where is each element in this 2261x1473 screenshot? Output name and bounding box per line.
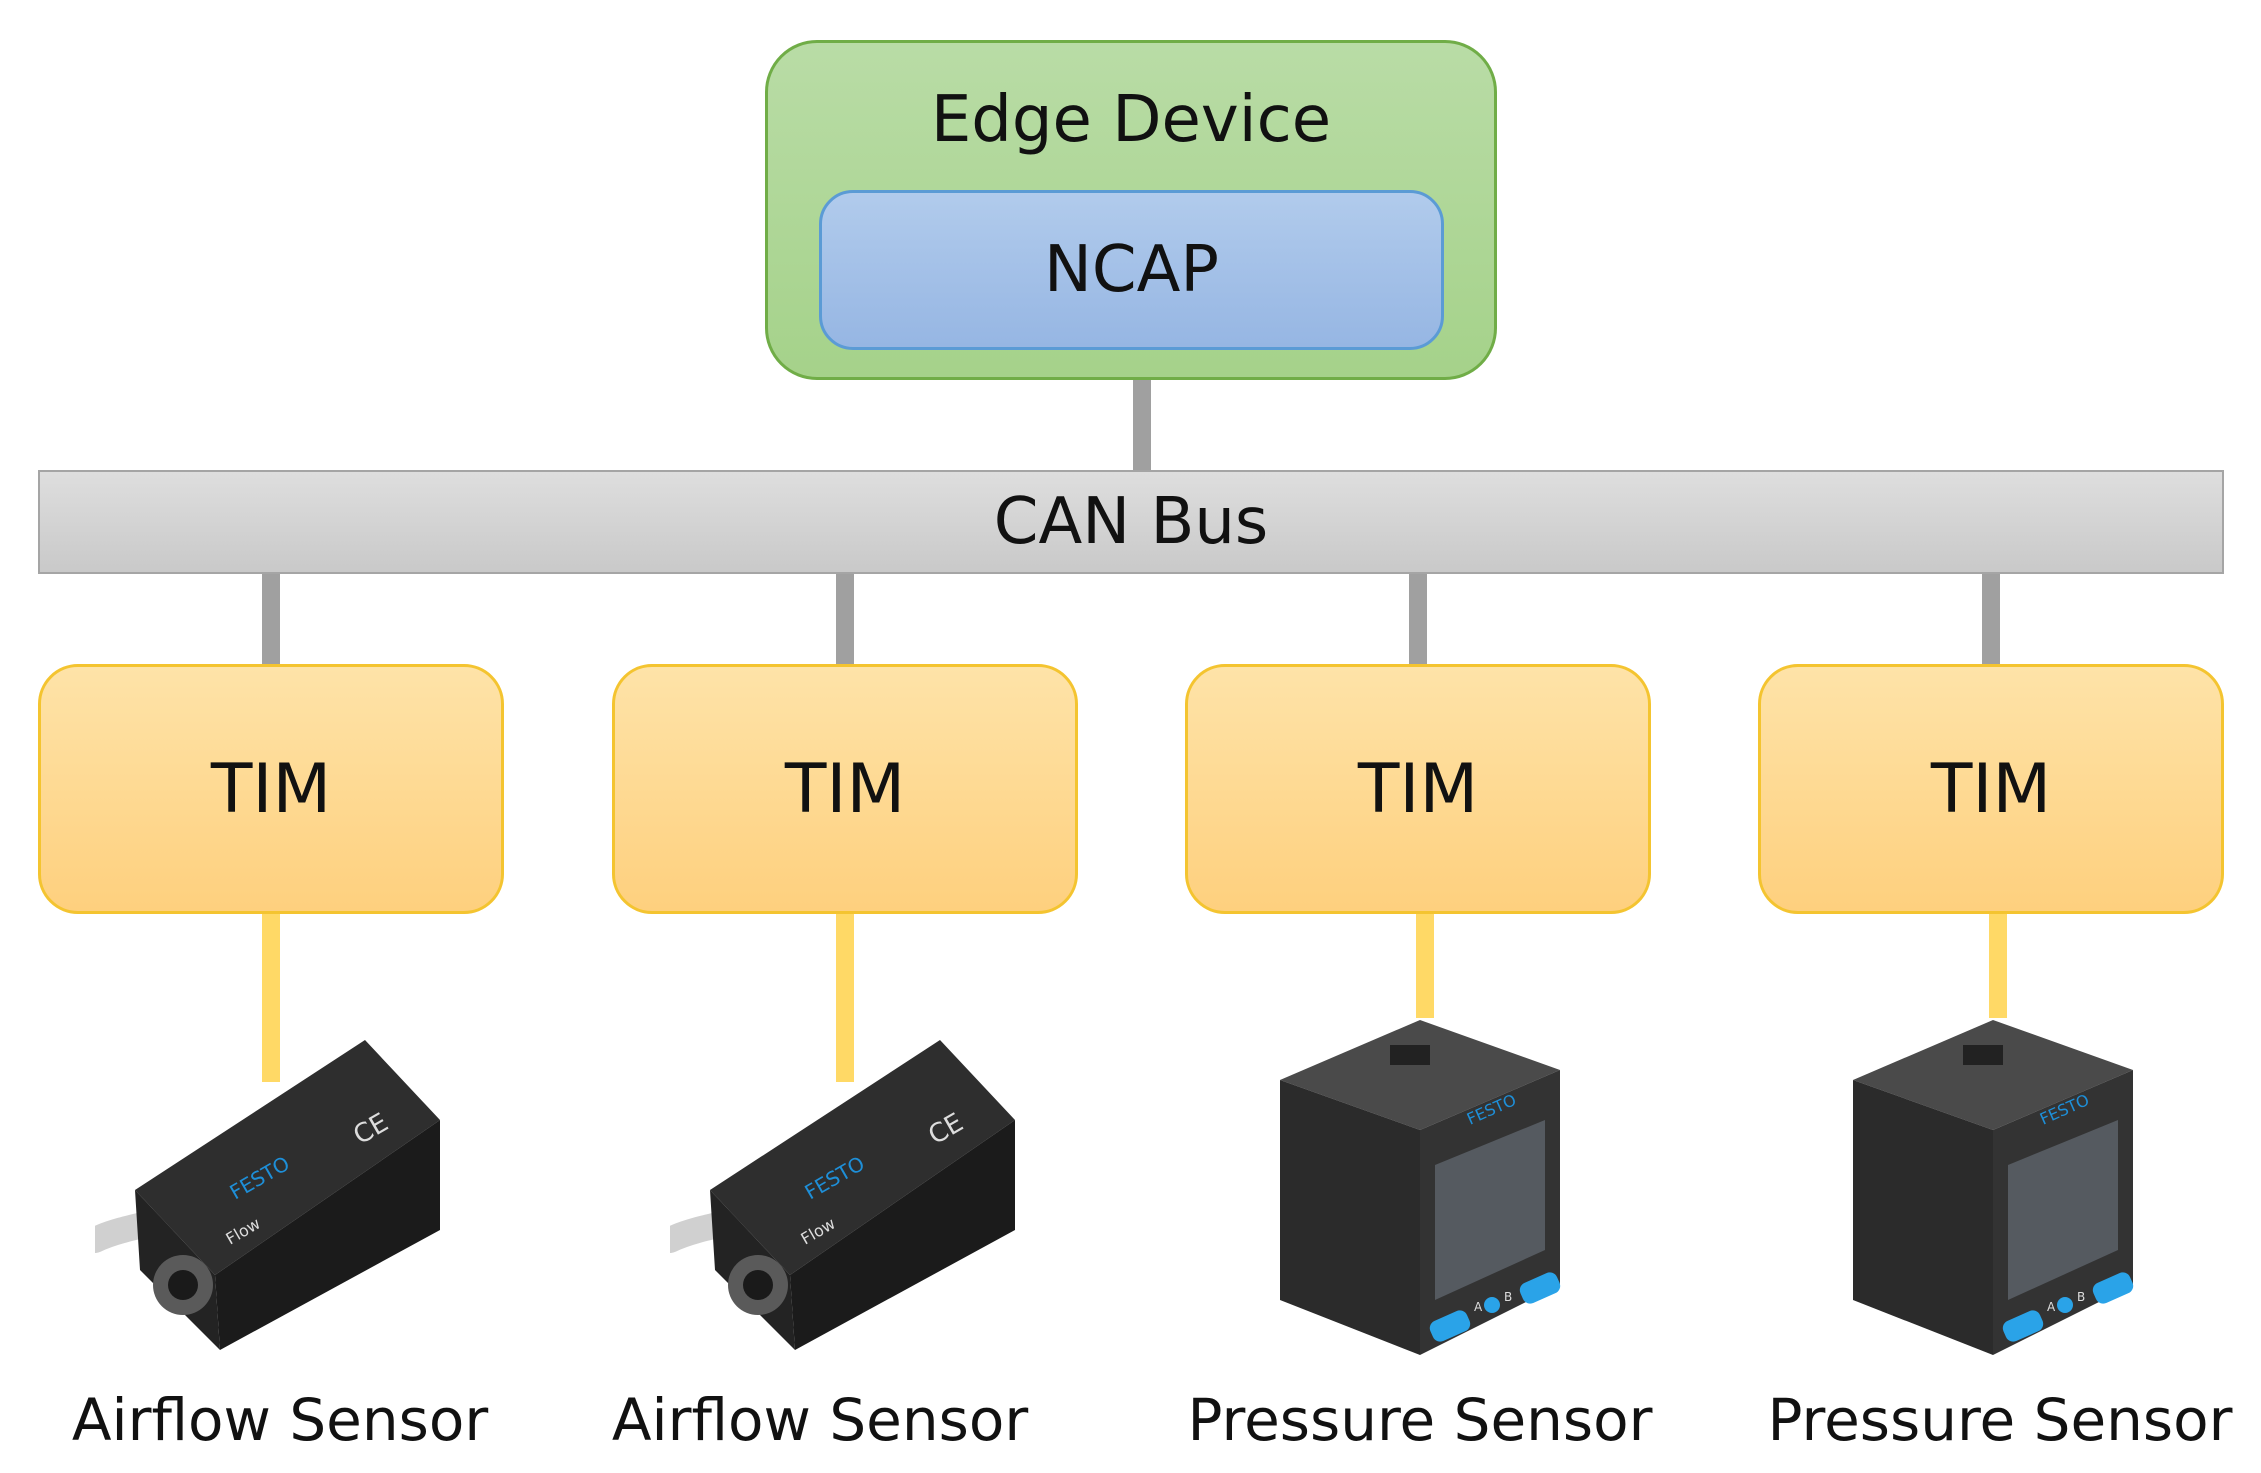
tim-sensor-connector-4: [1989, 914, 2007, 1018]
edge-device-title: Edge Device: [930, 83, 1332, 157]
bus-tim-connector-1: [262, 574, 280, 664]
can-bus-label: CAN Bus: [993, 485, 1269, 559]
sensor-button-a: A: [2047, 1300, 2056, 1314]
tim-box-1: [38, 664, 504, 914]
tim-sensor-connector-1: [262, 914, 280, 1082]
tim-box-2: [612, 664, 1078, 914]
tim-label-1: TIM: [210, 749, 332, 829]
edge-bus-connector: [1133, 380, 1151, 470]
tim-label-3: TIM: [1357, 749, 1479, 829]
tim-box-3: [1185, 664, 1651, 914]
sensor-label-4: Pressure Sensor: [1767, 1386, 2233, 1454]
pressure-sensor-icon: FESTO A B: [1853, 1020, 2134, 1355]
tim-label-4: TIM: [1930, 749, 2052, 829]
sensor-label-3: Pressure Sensor: [1187, 1386, 1653, 1454]
sensor-button-a: A: [1474, 1300, 1483, 1314]
tim-box-4: [1758, 664, 2224, 914]
can-bus-bar: [38, 470, 2224, 574]
tim-sensor-connector-2: [836, 914, 854, 1082]
bus-tim-connector-4: [1982, 574, 2000, 664]
airflow-sensor-icon: FESTO Flow CE: [95, 1040, 440, 1350]
sensor-label-1: Airflow Sensor: [71, 1386, 489, 1454]
ncap-label: NCAP: [1044, 233, 1219, 307]
bus-tim-connector-2: [836, 574, 854, 664]
sensor-label-2: Airflow Sensor: [611, 1386, 1029, 1454]
pressure-sensor-icon: FESTO A B: [1280, 1020, 1561, 1355]
tim-sensor-connector-3: [1416, 914, 1434, 1018]
sensor-button-b: B: [2077, 1290, 2085, 1304]
sensor-button-b: B: [1504, 1290, 1512, 1304]
bus-tim-connector-3: [1409, 574, 1427, 664]
tim-label-2: TIM: [784, 749, 906, 829]
ncap-box: [819, 190, 1444, 350]
airflow-sensor-icon: FESTO Flow CE: [670, 1040, 1015, 1350]
